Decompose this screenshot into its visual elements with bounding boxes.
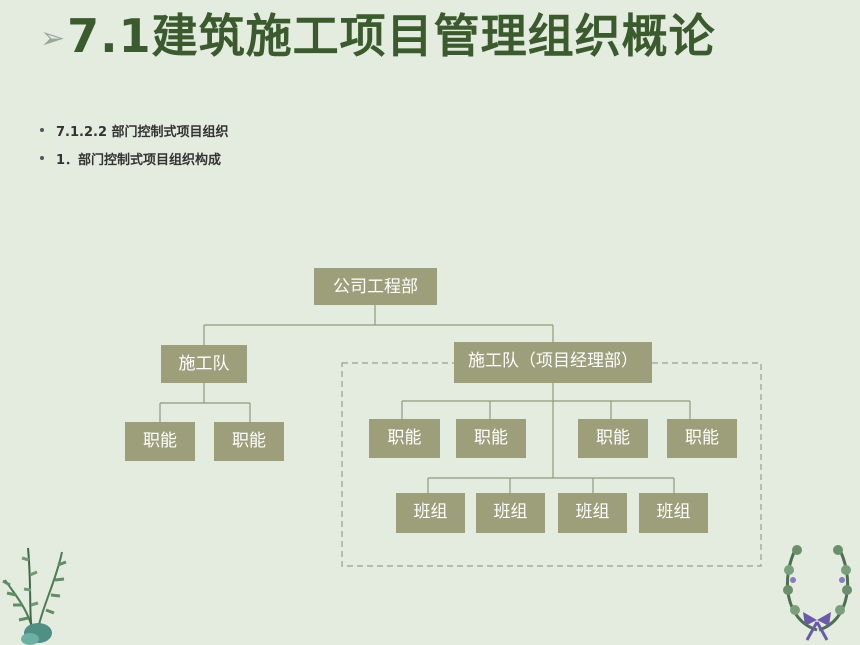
bullet-dot [40, 128, 44, 132]
plant-decoration-icon [2, 547, 67, 645]
wreath-decoration-icon [783, 545, 852, 641]
function-box: 职能 [125, 422, 195, 461]
bullet-list: 7.1.2.2 部门控制式项目组织 1．部门控制式项目组织构成 [40, 116, 229, 172]
bullet-text: 1．部门控制式项目组织构成 [56, 152, 222, 168]
company-engineering-dept-box: 公司工程部 [314, 268, 437, 305]
function-box: 职能 [214, 422, 284, 461]
page-title: 7.1建筑施工项目管理组织概论 [67, 9, 716, 63]
project-department-boundary [341, 362, 762, 567]
bullet-dot [40, 156, 44, 160]
function-box: 职能 [369, 419, 440, 458]
project-manager-dept-box: 施工队（项目经理部） [454, 342, 652, 383]
bullet-text: 7.1.2.2 部门控制式项目组织 [56, 124, 229, 140]
function-box: 职能 [456, 419, 526, 458]
group-box: 班组 [476, 493, 545, 533]
arrow-right-icon: ➢ [40, 20, 66, 56]
group-box: 班组 [639, 493, 708, 533]
function-box: 职能 [667, 419, 737, 458]
group-box: 班组 [558, 493, 627, 533]
title-row: ➢ 7.1建筑施工项目管理组织概论 [40, 2, 716, 64]
construction-team-box: 施工队 [161, 345, 247, 383]
bullet-item: 7.1.2.2 部门控制式项目组织 [40, 116, 229, 144]
bullet-item: 1．部门控制式项目组织构成 [40, 144, 229, 172]
group-box: 班组 [396, 493, 465, 533]
function-box: 职能 [578, 419, 648, 458]
